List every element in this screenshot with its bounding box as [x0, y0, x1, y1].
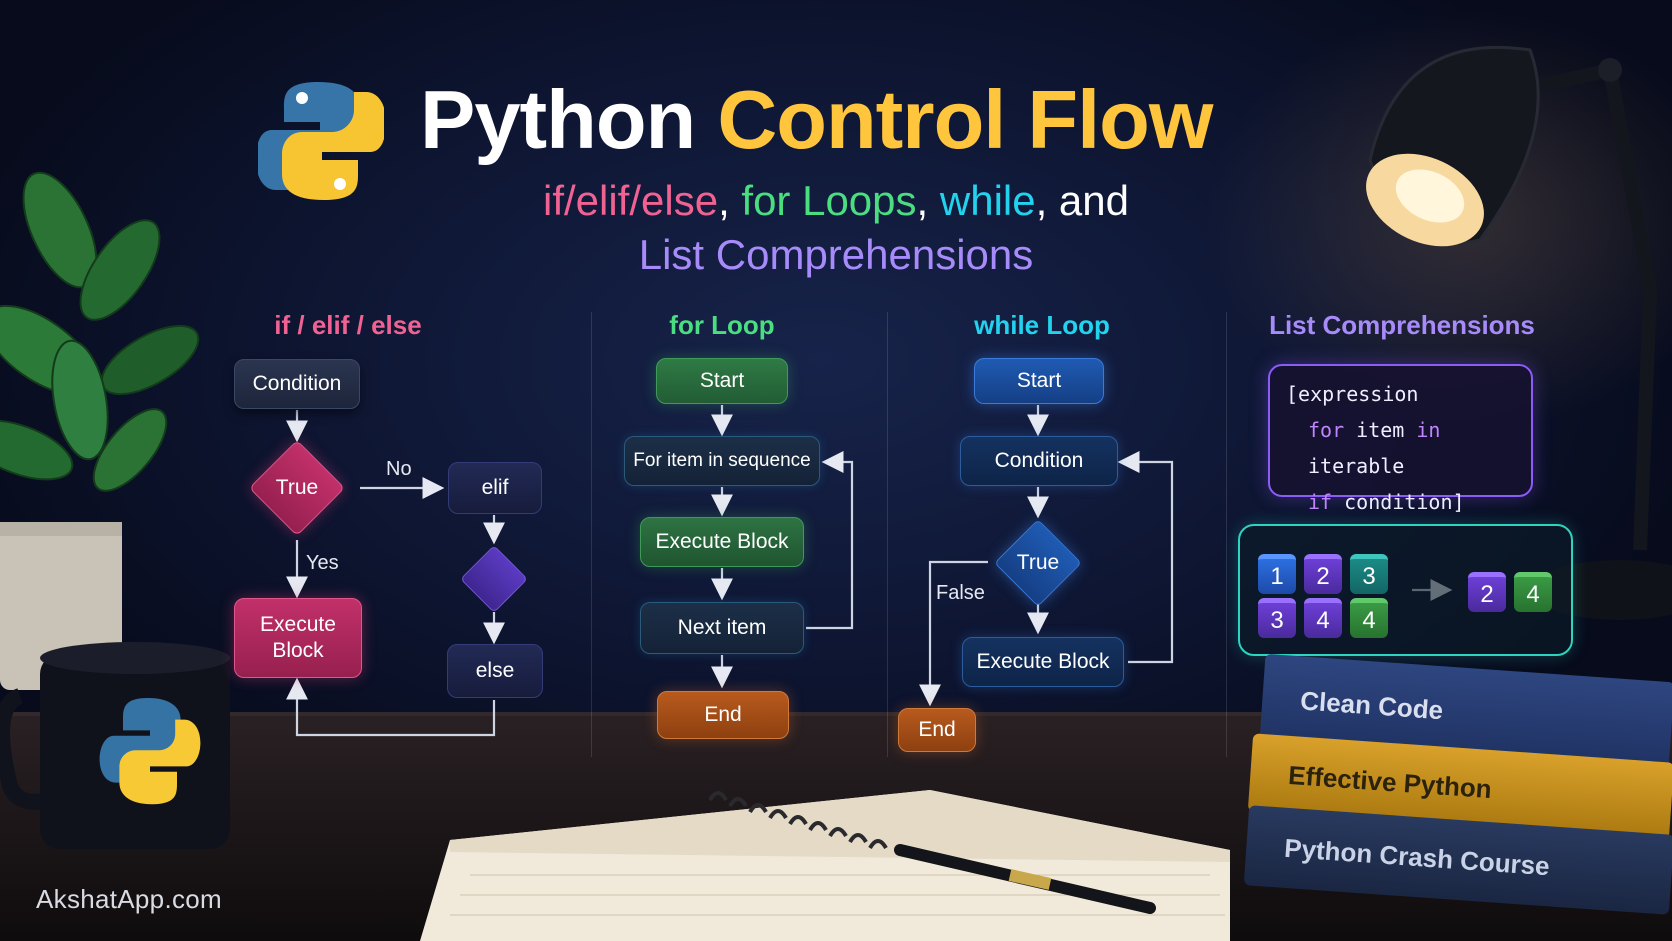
input-cube: 4	[1350, 598, 1388, 638]
section-divider	[591, 312, 592, 757]
subtitle-for: for Loops	[741, 177, 917, 224]
output-cube: 4	[1514, 572, 1552, 612]
plant-decoration	[0, 171, 200, 690]
while-end-node: End	[898, 708, 976, 752]
while-condition-node: Condition	[960, 436, 1118, 486]
heading-for-loop: for Loop	[669, 310, 775, 340]
heading-list-comprehensions: List Comprehensions	[1269, 310, 1535, 340]
code-expression: [expression	[1286, 382, 1419, 406]
code-for-keyword: for	[1308, 418, 1345, 442]
elif-node: elif	[448, 462, 542, 514]
if-condition-node: Condition	[234, 359, 360, 409]
for-start-node: Start	[656, 358, 788, 404]
subtitle-and: , and	[1035, 177, 1130, 224]
code-if-keyword: if	[1308, 490, 1333, 514]
if-yes-label: Yes	[306, 552, 339, 574]
title-control-flow: Control Flow	[717, 73, 1213, 166]
code-line-1: [expression	[1286, 376, 1531, 412]
if-true-label: True	[275, 476, 319, 499]
for-item-in-sequence-node: For item in sequence	[624, 436, 820, 486]
section-divider	[887, 312, 888, 757]
subtitle-line-2: List Comprehensions	[638, 231, 1034, 278]
while-start-node: Start	[974, 358, 1104, 404]
pen	[894, 844, 1156, 914]
code-in-keyword: in	[1416, 418, 1441, 442]
input-cube: 3	[1350, 554, 1388, 594]
subtitle-line-1: if/elif/else, for Loops, while, and	[0, 180, 1672, 222]
subtitle-comma-2: ,	[916, 177, 929, 224]
input-cube: 3	[1258, 598, 1296, 638]
desk-lamp	[1366, 45, 1672, 620]
else-node: else	[447, 644, 543, 698]
watermark: AkshatApp.com	[36, 884, 222, 914]
code-condition: condition]	[1332, 490, 1465, 514]
subtitle-if: if/elif/else	[542, 177, 719, 224]
if-no-label: No	[386, 458, 412, 480]
for-end-node: End	[657, 691, 789, 739]
input-cube: 1	[1258, 554, 1296, 594]
code-iterable: iterable	[1308, 454, 1405, 478]
while-execute-block-node: Execute Block	[962, 637, 1124, 687]
code-line-2: for item in iterable	[1286, 412, 1531, 484]
subtitle-while: while	[939, 177, 1036, 224]
heading-if-elif-else: if / elif / else	[274, 310, 422, 340]
list-comprehension-code-card: [expression for item in iterable if cond…	[1268, 364, 1533, 514]
notebook	[420, 790, 1230, 941]
input-cube: 4	[1304, 598, 1342, 638]
page-title: Python Control Flow	[420, 78, 1213, 161]
python-logo-icon	[99, 698, 201, 805]
title-python: Python	[420, 73, 696, 166]
python-logo-icon	[258, 82, 384, 200]
for-execute-block-node: Execute Block	[640, 517, 804, 567]
elif-diamond	[454, 545, 534, 613]
for-next-item-node: Next item	[640, 602, 804, 654]
heading-while-loop: while Loop	[974, 310, 1110, 340]
code-item: item	[1344, 418, 1417, 442]
list-comprehension-cubes-card: 1 2 3 3 4 4 2 4	[1238, 524, 1573, 656]
if-execute-block-node: Execute Block	[234, 598, 362, 678]
input-cube: 2	[1304, 554, 1342, 594]
coffee-mug	[0, 642, 230, 849]
desk-edge	[0, 712, 1672, 716]
output-cube: 2	[1468, 572, 1506, 612]
notebook-spiral	[708, 791, 888, 850]
section-divider	[1226, 312, 1227, 757]
while-false-label: False	[936, 582, 985, 604]
code-line-3: if condition]	[1286, 484, 1531, 520]
while-true-label: True	[1016, 551, 1060, 574]
while-true-diamond: True	[988, 519, 1088, 607]
if-true-diamond: True	[237, 439, 357, 537]
subtitle-comma-1: ,	[718, 177, 730, 224]
